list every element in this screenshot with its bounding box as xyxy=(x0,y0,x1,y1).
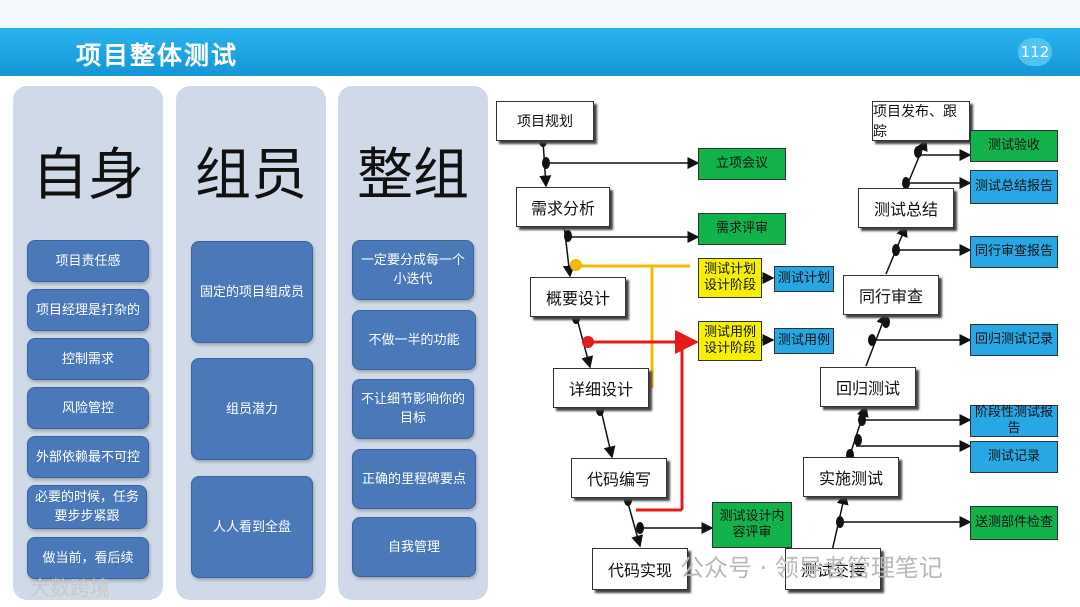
list-item: 一定要分成每一个小迭代 xyxy=(352,240,474,300)
top-strip xyxy=(0,0,1080,28)
node-test-summary: 测试总结 xyxy=(858,188,954,228)
list-item: 自我管理 xyxy=(352,517,476,577)
tag-summary-report: 测试总结报告 xyxy=(970,170,1058,204)
page-number-badge: 112 xyxy=(1018,38,1052,66)
column-heading: 组员 xyxy=(195,143,307,208)
brand-watermark: 大数跨境 xyxy=(30,576,110,600)
tag-kickoff: 立项会议 xyxy=(698,148,786,180)
list-item: 不做一半的功能 xyxy=(352,310,476,370)
wechat-watermark: 公众号 · 领导者管理笔记 xyxy=(680,554,943,582)
list-item: 风险管控 xyxy=(27,387,149,429)
column-team: 整组 一定要分成每一个小迭代 不做一半的功能 不让细节影响你的目标 正确的里程碑… xyxy=(338,86,488,600)
node-execute-test: 实施测试 xyxy=(803,457,899,497)
list-item: 人人看到全盘 xyxy=(191,476,313,578)
tag-peer-report: 同行审查报告 xyxy=(970,236,1058,268)
column-members: 组员 固定的项目组成员 组员潜力 人人看到全盘 xyxy=(176,86,326,600)
list-item: 正确的里程碑要点 xyxy=(352,449,476,509)
title-bar xyxy=(0,28,1080,76)
list-item: 组员潜力 xyxy=(191,358,313,460)
tag-test-record: 测试记录 xyxy=(970,441,1058,473)
list-item: 项目经理是打杂的 xyxy=(27,289,149,331)
tag-parts-check: 送测部件检查 xyxy=(970,506,1058,540)
node-code-implementation: 代码实现 xyxy=(592,548,688,590)
tag-test-case: 测试用例 xyxy=(774,328,834,354)
tag-test-plan-phase: 测试计划设计阶段 xyxy=(698,258,762,298)
tag-test-case-phase: 测试用例设计阶段 xyxy=(698,321,762,361)
column-heading: 自身 xyxy=(32,143,144,208)
node-peer-review: 同行审查 xyxy=(843,275,939,315)
list-item: 固定的项目组成员 xyxy=(191,241,313,343)
node-release-tracking: 项目发布、跟踪 xyxy=(872,101,970,141)
node-detail-design: 详细设计 xyxy=(553,368,649,408)
tag-stage-report: 阶段性测试报告 xyxy=(970,405,1058,437)
tag-design-review: 测试设计内容评审 xyxy=(712,502,792,548)
tag-regression-record: 回归测试记录 xyxy=(970,324,1058,356)
tag-test-plan: 测试计划 xyxy=(774,266,834,292)
column-heading: 整组 xyxy=(357,143,469,208)
node-code-writing: 代码编写 xyxy=(571,458,667,498)
page-title: 项目整体测试 xyxy=(76,41,239,70)
tag-acceptance: 测试验收 xyxy=(970,130,1058,162)
node-outline-design: 概要设计 xyxy=(530,277,626,317)
node-requirement-analysis: 需求分析 xyxy=(516,187,610,227)
list-item: 项目责任感 xyxy=(27,240,149,282)
column-self: 自身 项目责任感 项目经理是打杂的 控制需求 风险管控 外部依赖最不可控 必要的… xyxy=(13,86,163,600)
list-item: 外部依赖最不可控 xyxy=(27,436,149,478)
list-item: 做当前，看后续 xyxy=(27,537,149,579)
node-test-handover: 测试交接 xyxy=(785,548,881,590)
list-item: 必要的时候，任务要步步紧跟 xyxy=(27,485,147,529)
tag-requirement-review: 需求评审 xyxy=(698,213,786,245)
list-item: 控制需求 xyxy=(27,338,149,380)
node-plan: 项目规划 xyxy=(496,101,594,141)
node-regression-test: 回归测试 xyxy=(820,367,916,407)
list-item: 不让细节影响你的目标 xyxy=(352,379,474,439)
